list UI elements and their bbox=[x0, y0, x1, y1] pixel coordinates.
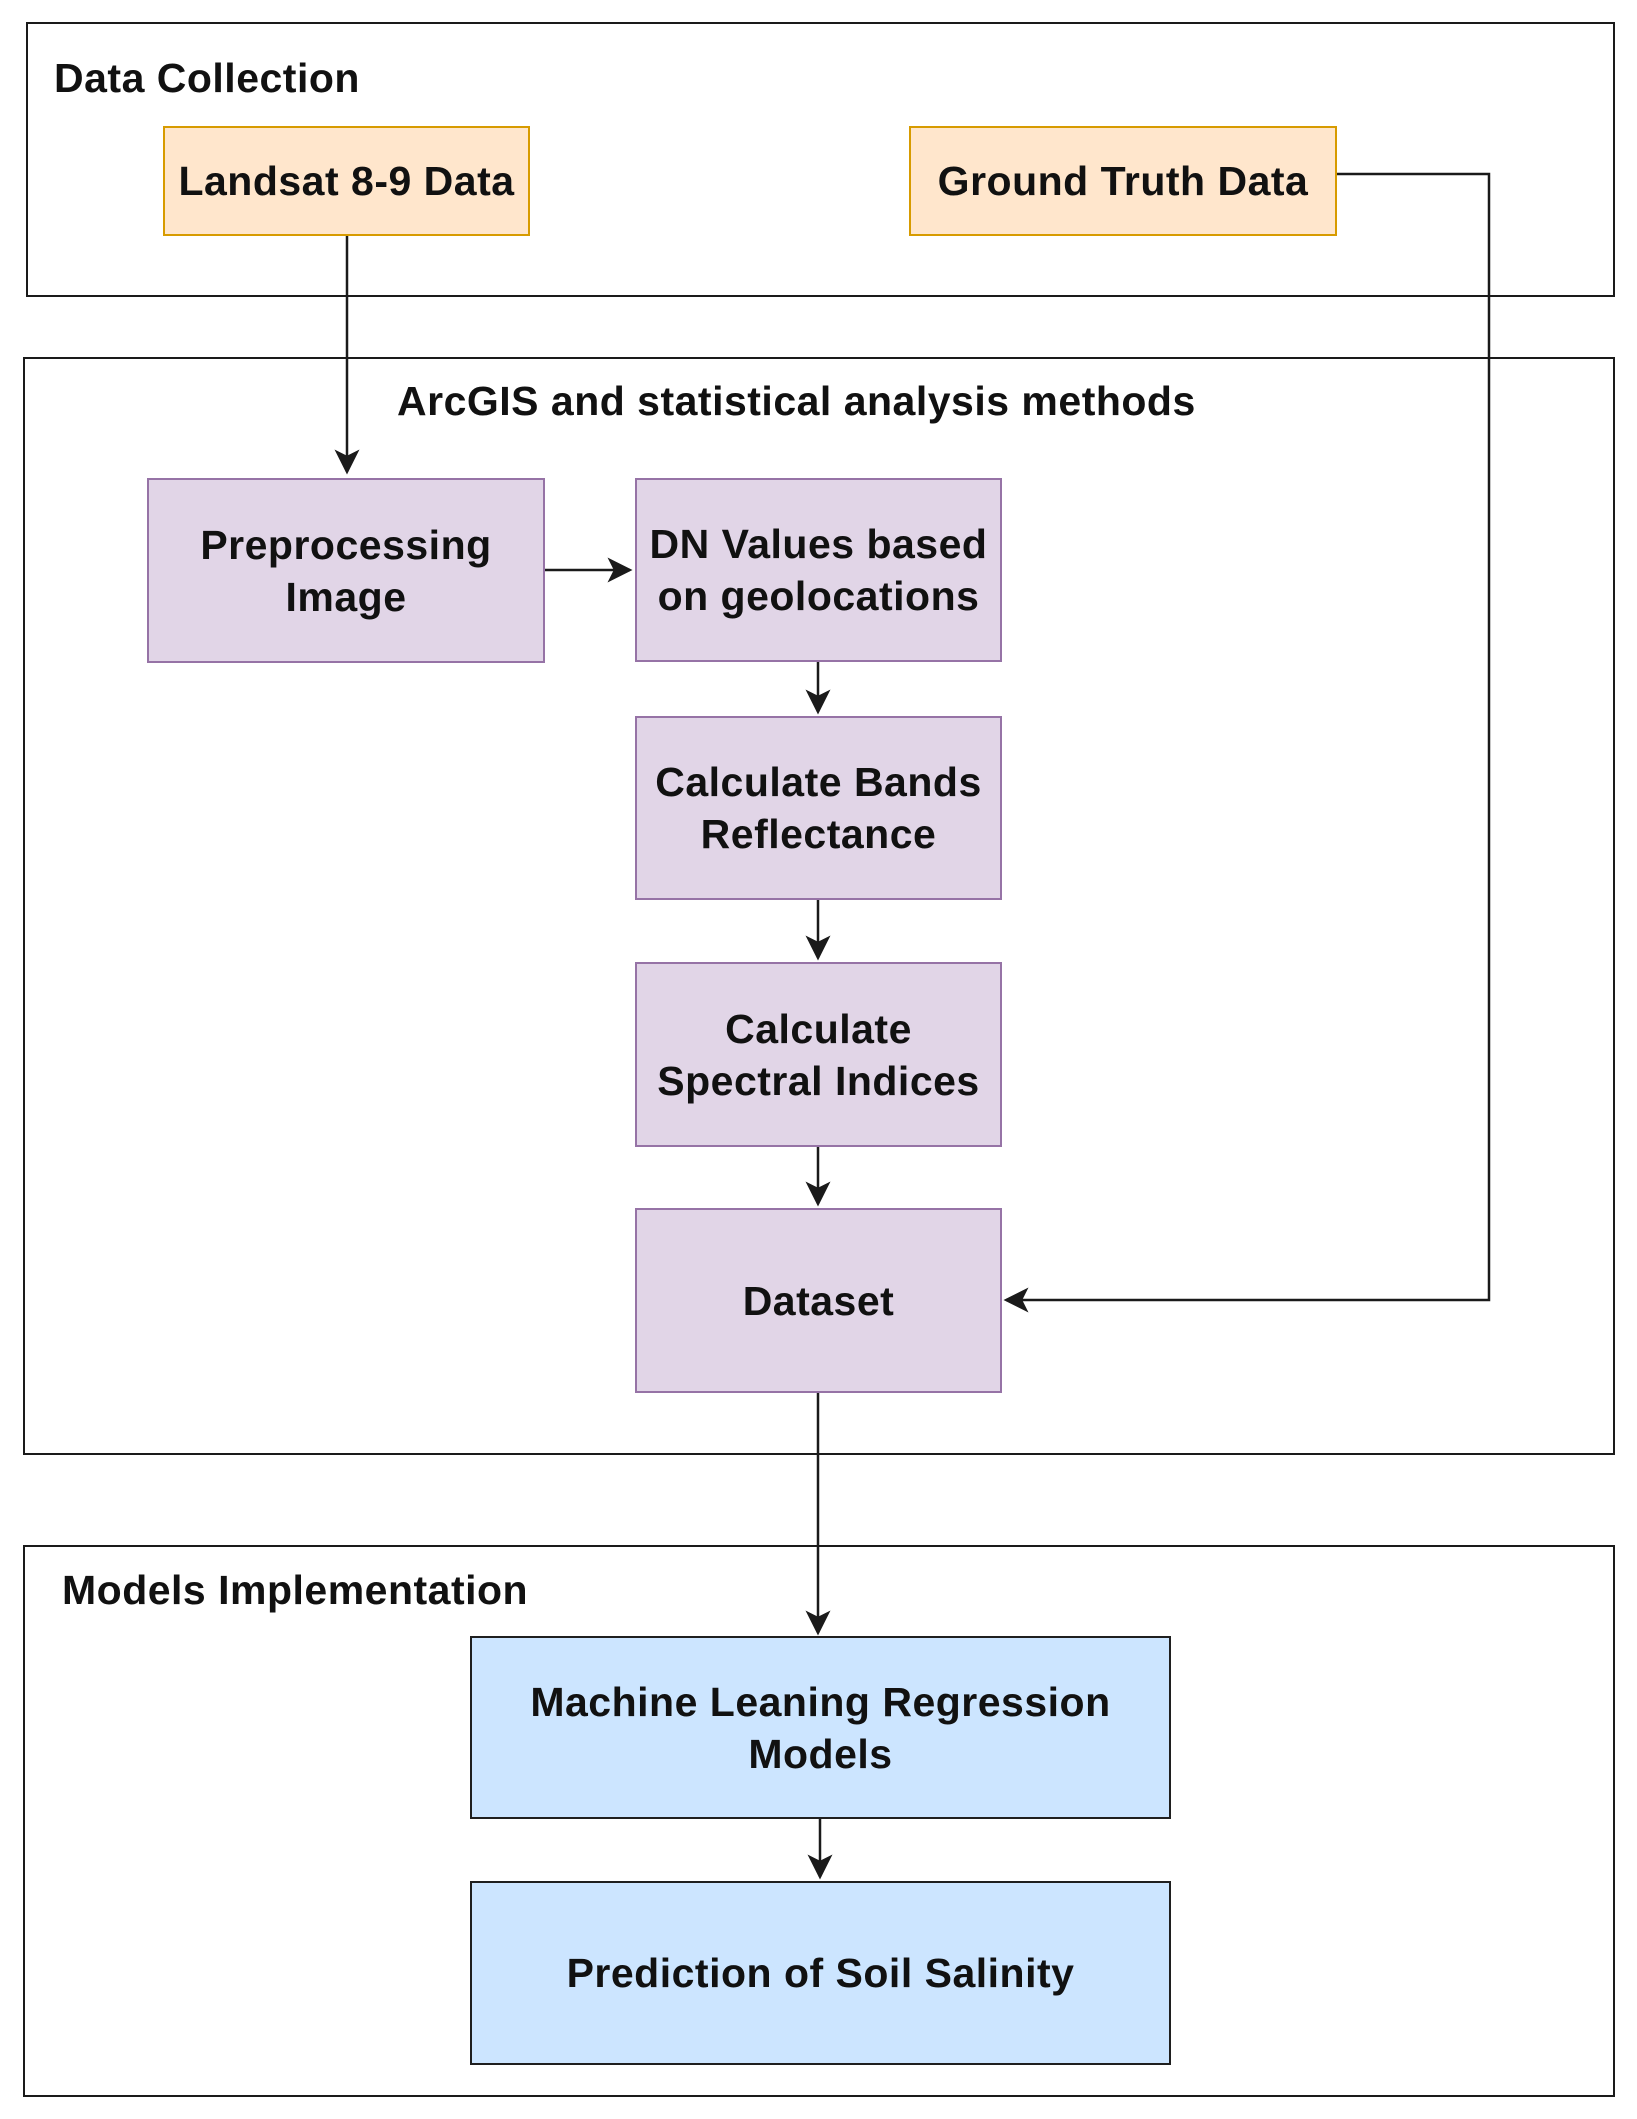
node-ml-models: Machine Leaning Regression Models bbox=[470, 1636, 1171, 1819]
node-bands-reflectance: Calculate Bands Reflectance bbox=[635, 716, 1002, 900]
node-dn-values: DN Values based on geolocations bbox=[635, 478, 1002, 662]
group-title-data-collection: Data Collection bbox=[54, 55, 360, 101]
node-dataset: Dataset bbox=[635, 1208, 1002, 1393]
group-title-analysis: ArcGIS and statistical analysis methods bbox=[397, 378, 1196, 424]
node-landsat: Landsat 8-9 Data bbox=[163, 126, 530, 236]
node-prediction: Prediction of Soil Salinity bbox=[470, 1881, 1171, 2065]
node-ground-truth: Ground Truth Data bbox=[909, 126, 1337, 236]
group-title-models: Models Implementation bbox=[62, 1567, 529, 1613]
node-preprocessing: Preprocessing Image bbox=[147, 478, 545, 663]
node-spectral-indices: Calculate Spectral Indices bbox=[635, 962, 1002, 1147]
